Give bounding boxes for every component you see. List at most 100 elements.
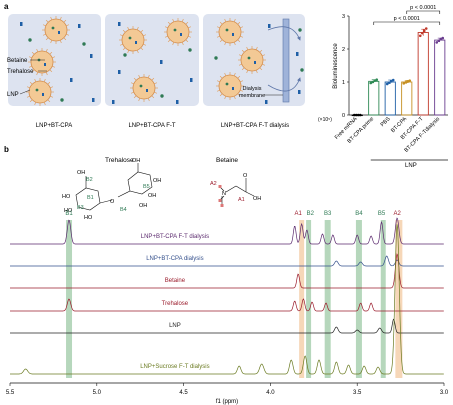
glycosidic-oxygen: O: [110, 199, 115, 205]
caption-lnp-btcpa-ft: LNP+BT-CPA F-T: [128, 123, 175, 129]
peak-label: B4: [355, 211, 363, 217]
atom-ho-left-2: HO: [64, 208, 73, 214]
trehalose-molecule: [28, 38, 32, 42]
assign-b3: B3: [77, 205, 84, 211]
caption-lnp-btcpa-ft-dialysis: LNP+BT-CPA F-T dialysis: [221, 123, 289, 129]
assign-b2: B2: [86, 177, 93, 183]
betaine-molecule: [190, 78, 193, 82]
scale-note: (×10⁵): [318, 117, 332, 123]
betaine-label: Betaine: [7, 58, 28, 64]
betaine-molecule: [298, 90, 301, 94]
small-molecules: [20, 22, 304, 104]
panel-b-label: b: [4, 145, 9, 154]
data-point: [371, 80, 375, 84]
betaine-structure: Betaine A2 N O OH A1: [210, 157, 261, 207]
ppm-tick-label: 3.0: [440, 390, 449, 396]
lnp-particle: [28, 48, 56, 76]
betaine-molecule: [90, 54, 93, 58]
trehalose-molecule: [82, 42, 86, 46]
assign-b1: B1: [87, 195, 94, 201]
bar: [401, 81, 413, 116]
peak-highlight-band: [355, 220, 362, 378]
trehalose-molecule: [160, 94, 164, 98]
methyl-marker-3: [220, 204, 224, 207]
trehalose-molecule: [214, 56, 218, 60]
caption-lnp-btcpa: LNP+BT-CPA: [36, 123, 72, 129]
data-point: [358, 113, 362, 117]
y-tick-label: 0: [342, 113, 345, 119]
assign-a1: A1: [238, 197, 245, 203]
lnp-particle: [164, 18, 192, 46]
lnp-pointer: [19, 89, 31, 95]
flux-arrow-top: [267, 26, 301, 41]
peak-highlight-band: [299, 220, 305, 378]
methyl-marker-2: [218, 199, 222, 202]
data-point: [373, 79, 377, 82]
trehalose-ring-right: [127, 171, 153, 195]
data-point: [420, 31, 424, 35]
atom-oh-right-1: OH: [153, 178, 161, 184]
spectrum-label: Trehalose: [162, 301, 189, 307]
peak-highlight-band: [380, 220, 386, 378]
atom-n: N: [222, 191, 226, 197]
lnp-particles: [26, 16, 266, 106]
atom-o: O: [243, 173, 248, 179]
data-point: [406, 80, 410, 83]
lnp-particle: [119, 26, 147, 54]
assign-b4: B4: [120, 207, 127, 213]
data-point: [352, 113, 356, 117]
data-point: [354, 113, 358, 117]
data-point: [387, 81, 391, 84]
peak-label: B1: [65, 211, 73, 217]
y-tick-label: 2: [342, 47, 345, 53]
data-point: [404, 81, 408, 84]
atom-oh-top-left: OH: [77, 170, 85, 176]
significance-bracket: [406, 10, 441, 14]
betaine-molecule: [78, 24, 81, 28]
peak-label: A2: [393, 211, 401, 217]
spectrum-label: Betaine: [165, 278, 186, 284]
betaine-molecule: [118, 70, 121, 74]
data-point: [422, 29, 426, 33]
significance-label: p < 0.0001: [394, 16, 420, 22]
trehalose-molecule: [300, 68, 304, 72]
trehalose-molecule: [60, 98, 64, 102]
bar: [384, 81, 396, 116]
betaine-molecule: [112, 100, 115, 104]
lnp-particle: [26, 78, 54, 106]
betaine-title: Betaine: [216, 157, 238, 164]
spectrum-trace: [10, 318, 444, 334]
spectrum-label: LNP: [169, 323, 181, 329]
y-tick-label: 1: [342, 80, 345, 86]
data-point: [408, 79, 412, 82]
panel-a-label: a: [4, 2, 9, 11]
spectrum-label: LNP+BT-CPA dialysis: [146, 256, 203, 262]
data-point: [356, 113, 360, 117]
data-point: [385, 82, 389, 86]
lnp-particle: [238, 46, 266, 74]
atom-oh: OH: [253, 196, 261, 202]
atom-oh-right-2: OH: [148, 193, 156, 199]
data-point: [369, 81, 373, 85]
atom-oh-right-3: OH: [139, 203, 147, 209]
peak-highlight-band: [324, 220, 331, 378]
betaine-molecule: [118, 22, 121, 26]
data-point: [389, 80, 393, 83]
ppm-tick-label: 5.0: [93, 390, 102, 396]
ppm-tick-label: 3.5: [353, 390, 362, 396]
betaine-molecule: [20, 22, 23, 26]
peak-label: B3: [324, 211, 332, 217]
lnp-particle: [216, 72, 244, 100]
lnp-particle: [130, 74, 158, 102]
peak-label: A1: [295, 211, 303, 217]
trehalose-title: Trehalose: [105, 157, 134, 164]
lnp-group-label: LNP: [405, 163, 417, 169]
trehalose-structure: Trehalose O OH HO HO HO OH OH OH OH B1 B…: [62, 157, 161, 221]
